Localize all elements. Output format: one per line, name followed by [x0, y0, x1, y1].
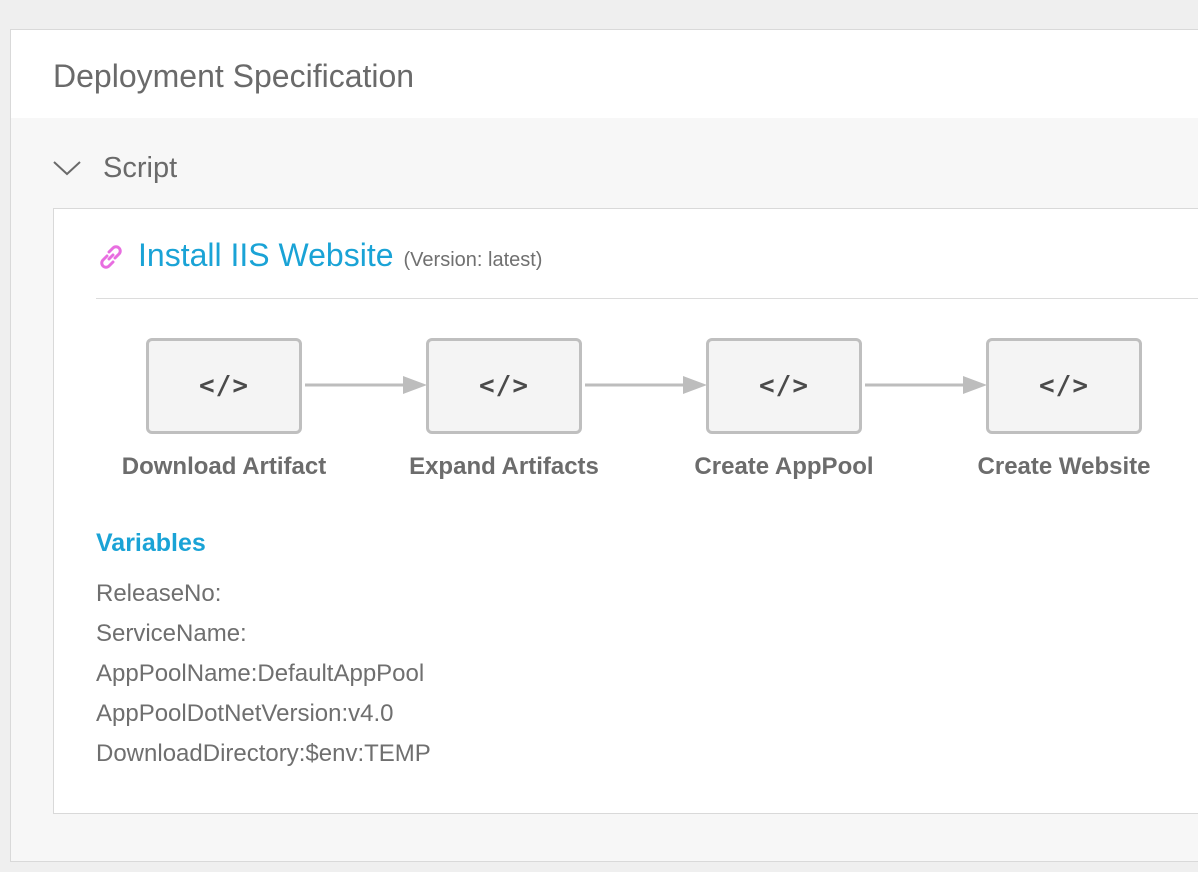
panel-header: Deployment Specification	[11, 30, 1198, 118]
script-card: Install IIS Website (Version: latest) </…	[53, 208, 1198, 814]
arrow-right-icon	[305, 376, 427, 394]
code-icon: </>	[759, 371, 809, 401]
step-create-website[interactable]: </>	[986, 338, 1142, 434]
chevron-down-icon	[53, 161, 81, 176]
step-flow: </> Download Artifact </> Expand Artifac…	[54, 209, 1198, 509]
variables-list: ReleaseNo: ServiceName: AppPoolName:Defa…	[96, 577, 431, 777]
variable-item: ReleaseNo:	[96, 580, 222, 607]
step-label: Download Artifact	[121, 453, 327, 480]
deployment-spec-panel: Deployment Specification Script Install …	[10, 29, 1198, 862]
arrow-right-icon	[865, 376, 987, 394]
script-header: Install IIS Website (Version: latest)	[96, 237, 542, 277]
variables-heading: Variables	[96, 529, 206, 557]
link-icon	[100, 245, 122, 269]
step-label: Create AppPool	[694, 453, 874, 480]
script-version: (Version: latest)	[403, 249, 543, 271]
script-section-toggle[interactable]: Script	[51, 148, 177, 188]
panel-title: Deployment Specification	[53, 58, 415, 94]
step-create-apppool[interactable]: </>	[706, 338, 862, 434]
section-title: Script	[103, 151, 178, 184]
code-icon: </>	[479, 371, 529, 401]
code-icon: </>	[199, 371, 249, 401]
step-label: Expand Artifacts	[409, 453, 599, 480]
variable-item: AppPoolDotNetVersion:v4.0	[96, 700, 394, 727]
code-icon: </>	[1039, 371, 1089, 401]
variable-item: DownloadDirectory:$env:TEMP	[96, 740, 431, 767]
divider	[96, 298, 1198, 299]
script-name-link[interactable]: Install IIS Website	[138, 237, 394, 273]
step-label: Create Website	[977, 453, 1151, 480]
step-expand-artifacts[interactable]: </>	[426, 338, 582, 434]
variable-item: AppPoolName:DefaultAppPool	[96, 660, 425, 687]
arrow-right-icon	[585, 376, 707, 394]
variable-item: ServiceName:	[96, 620, 247, 647]
step-download-artifact[interactable]: </>	[146, 338, 302, 434]
